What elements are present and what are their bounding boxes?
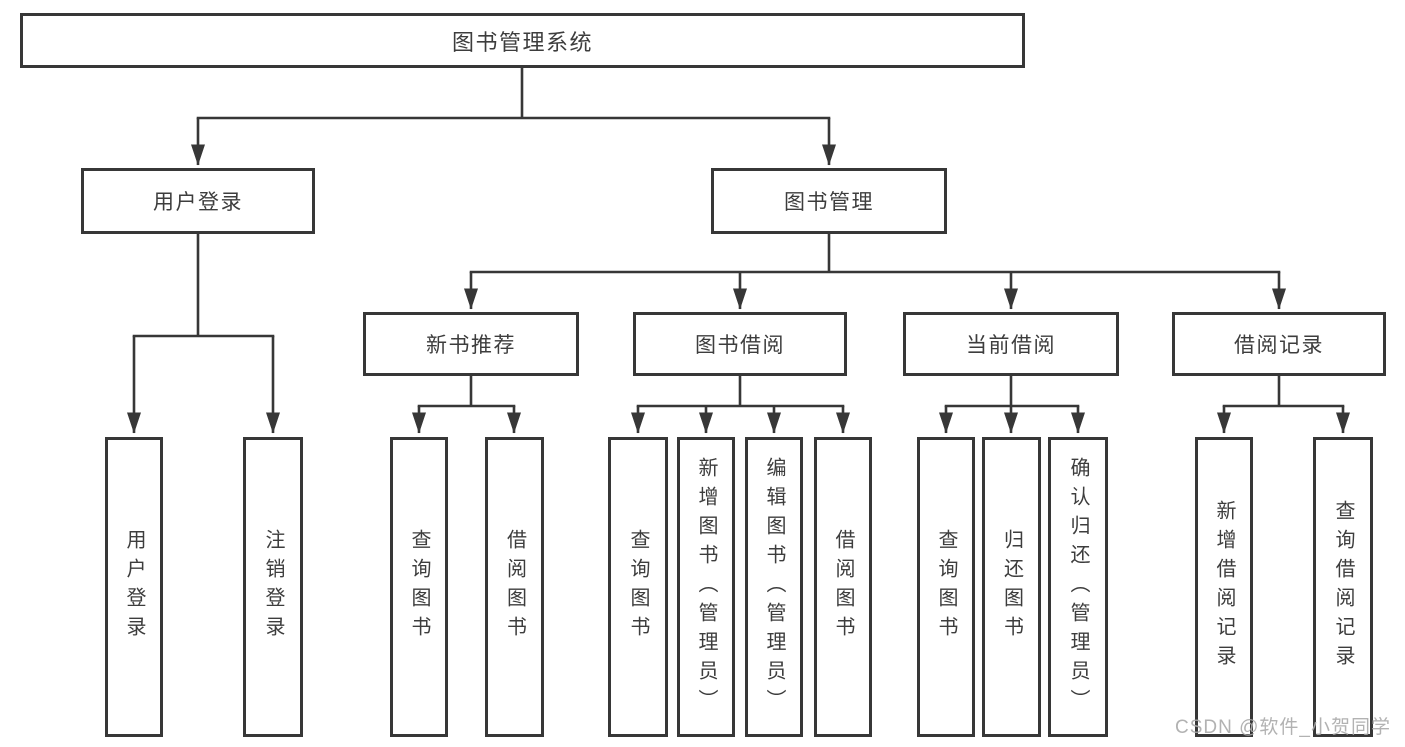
leaf-recommend-query-books-label: 查询图书 xyxy=(408,529,430,645)
watermark: CSDN @软件_小贺同学 xyxy=(1175,717,1391,738)
leaf-user-login: 用户登录 xyxy=(105,437,163,737)
leaf-current-confirm-return-admin: 确认归还（管理员） xyxy=(1048,437,1108,737)
leaf-current-return-books-label: 归还图书 xyxy=(1000,529,1023,645)
leaf-borrowing-edit-books-admin: 编辑图书（管理员） xyxy=(745,437,803,737)
leaf-recommend-query-books: 查询图书 xyxy=(390,437,448,737)
leaf-records-query-record-label: 查询借阅记录 xyxy=(1332,500,1354,674)
leaf-logout: 注销登录 xyxy=(243,437,303,737)
leaf-borrowing-borrow-books: 借阅图书 xyxy=(814,437,872,737)
leaf-logout-label: 注销登录 xyxy=(262,529,284,645)
leaf-user-login-label: 用户登录 xyxy=(123,529,145,645)
leaf-recommend-borrow-books-label: 借阅图书 xyxy=(503,529,526,645)
leaf-recommend-borrow-books: 借阅图书 xyxy=(485,437,544,737)
leaf-borrowing-add-books-admin-label: 新增图书（管理员） xyxy=(695,456,717,718)
leaf-current-return-books: 归还图书 xyxy=(982,437,1041,737)
node-user-login: 用户登录 xyxy=(81,168,315,234)
node-current-borrowing: 当前借阅 xyxy=(903,312,1119,376)
leaf-borrowing-query-books-label: 查询图书 xyxy=(627,529,649,645)
leaf-records-query-record: 查询借阅记录 xyxy=(1313,437,1373,737)
leaf-records-add-record-label: 新增借阅记录 xyxy=(1213,500,1235,674)
leaf-current-confirm-return-admin-label: 确认归还（管理员） xyxy=(1067,456,1089,718)
node-book-management: 图书管理 xyxy=(711,168,947,234)
leaf-borrowing-add-books-admin: 新增图书（管理员） xyxy=(677,437,735,737)
node-root: 图书管理系统 xyxy=(20,13,1025,68)
leaf-records-add-record: 新增借阅记录 xyxy=(1195,437,1253,737)
leaf-borrowing-borrow-books-label: 借阅图书 xyxy=(832,529,854,645)
leaf-current-query-books: 查询图书 xyxy=(917,437,975,737)
leaf-borrowing-query-books: 查询图书 xyxy=(608,437,668,737)
leaf-current-query-books-label: 查询图书 xyxy=(935,529,957,645)
node-book-borrowing: 图书借阅 xyxy=(633,312,847,376)
node-new-book-recommend: 新书推荐 xyxy=(363,312,579,376)
node-borrow-records: 借阅记录 xyxy=(1172,312,1386,376)
leaf-borrowing-edit-books-admin-label: 编辑图书（管理员） xyxy=(763,456,785,718)
